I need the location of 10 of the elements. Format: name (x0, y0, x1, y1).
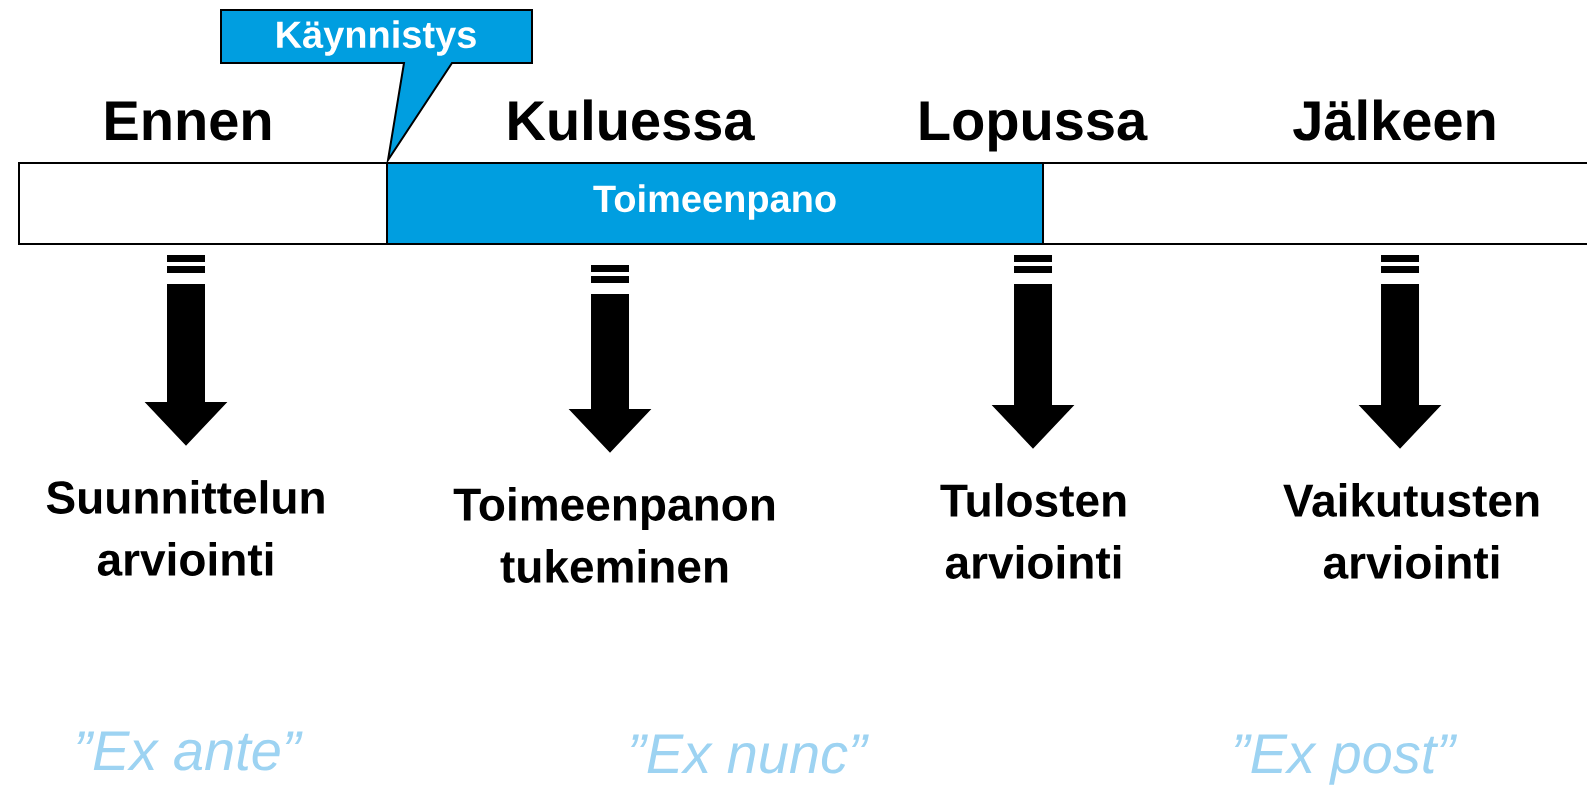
phase-segment: Toimeenpano (386, 162, 1044, 245)
phase-heading: Jälkeen (1293, 99, 1495, 141)
outcome-text: Suunnittelun arviointi (46, 480, 324, 576)
outcome-text: Toimeenpanon tukeminen (453, 487, 775, 583)
outcome-text: Tulosten arviointi (940, 483, 1126, 579)
term-label: ”Ex post” (1234, 734, 1458, 785)
phase-heading: Lopussa (920, 101, 1148, 152)
term-label: ”Ex ante” (77, 731, 303, 771)
outcome-text: Vaikutusten arviointi (1283, 483, 1539, 579)
term-label: ”Ex nunc” (630, 734, 869, 774)
